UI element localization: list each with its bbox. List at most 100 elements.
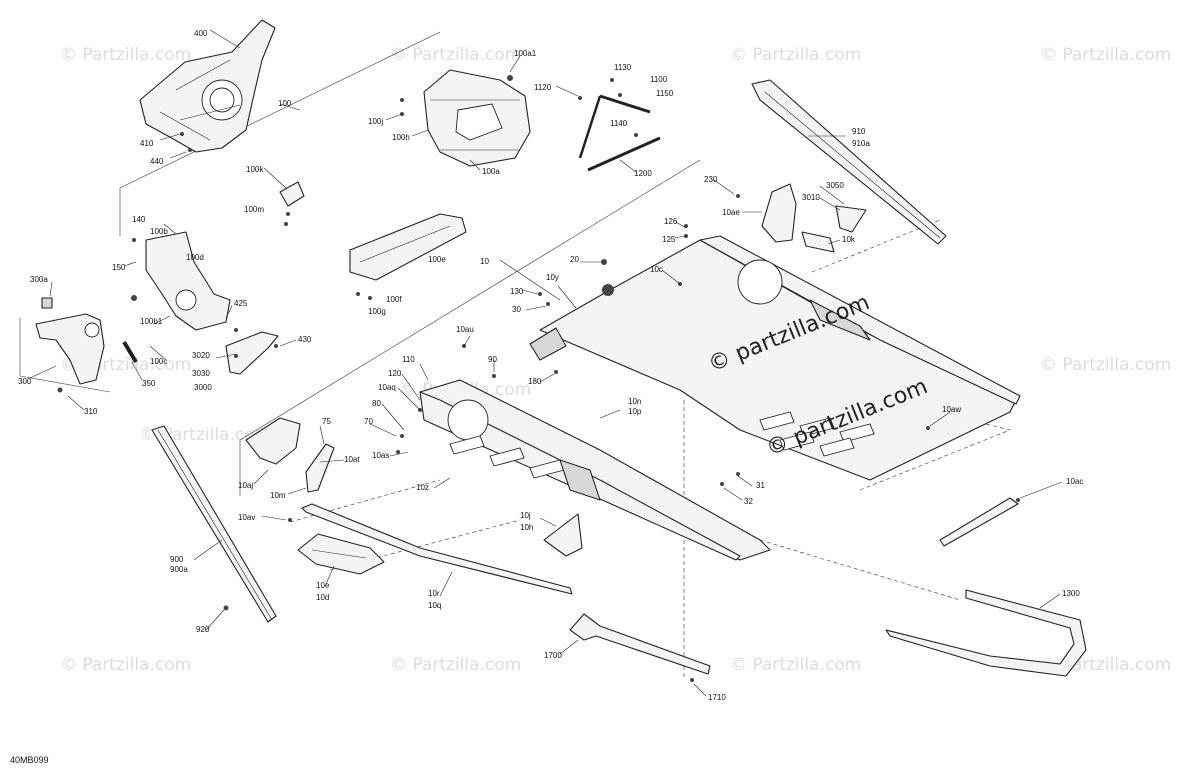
watermark: © Partzilla.com — [60, 655, 191, 675]
watermark-grid: © Partzilla.com © Partzilla.com © Partzi… — [60, 45, 1171, 675]
callout-label: 1130 — [614, 63, 632, 72]
callout-label: 1120 — [534, 83, 552, 92]
callout-label: 400 — [194, 29, 208, 38]
callout-label: 100a1 — [514, 49, 537, 58]
callout-label: 10ae — [722, 208, 740, 217]
watermark: © Partzilla.com — [390, 45, 521, 65]
callout-label: 31 — [756, 481, 765, 490]
pin-350 — [122, 340, 138, 364]
skid-plate-10e — [297, 533, 385, 575]
callout-label: 10au — [456, 325, 474, 334]
callout-label: 10 — [480, 257, 489, 266]
callout-label: 10y — [546, 273, 559, 282]
watermark: © Partzilla.com — [390, 655, 521, 675]
callout-label: 100c — [150, 357, 167, 366]
callout-label: 10e — [316, 581, 330, 590]
callout-label: 350 — [142, 379, 156, 388]
callout-label: 80 — [372, 399, 381, 408]
callout-label: 430 — [298, 335, 312, 344]
callout-label: 140 — [132, 215, 146, 224]
bracket-10j — [543, 513, 583, 557]
callout-label: 32 — [744, 497, 753, 506]
watermark: © Partzilla.com — [730, 45, 861, 65]
callout-label: 440 — [150, 157, 164, 166]
callout-label: 10n — [628, 397, 641, 406]
callout-labels: 400 100 410 440 100a1 100j 100h 100a 113… — [18, 29, 1083, 702]
callout-label: 100b — [150, 227, 168, 236]
callout-label: 10aj — [238, 481, 253, 490]
callout-label: 110 — [402, 355, 415, 364]
callout-label: 10q — [428, 601, 441, 610]
callout-label: 1200 — [634, 169, 652, 178]
side-rail-910 — [751, 79, 947, 245]
callout-label: 425 — [234, 299, 248, 308]
callout-label: 75 — [322, 417, 331, 426]
callout-label: 300 — [18, 377, 32, 386]
callout-label: 10h — [520, 523, 533, 532]
callout-label: 3050 — [826, 181, 844, 190]
callout-label: 3000 — [194, 383, 212, 392]
diagram-code: 40MB099 — [10, 755, 49, 765]
callout-label: 100e — [428, 255, 446, 264]
callout-label: 10m — [270, 491, 286, 500]
callout-label: 130 — [510, 287, 524, 296]
callout-label: 1700 — [544, 651, 562, 660]
callout-label: 100g — [368, 307, 386, 316]
callout-label: 10r — [428, 589, 440, 598]
bumper-strip-10r — [301, 503, 573, 595]
callout-label: 10z — [416, 483, 429, 492]
callout-label: 1300 — [1062, 589, 1080, 598]
callout-label: 10c — [650, 265, 663, 274]
callout-label: 900a — [170, 565, 188, 574]
watermark: © Partzilla.com — [730, 655, 861, 675]
callout-label: 1710 — [708, 693, 726, 702]
callout-label: 10d — [316, 593, 329, 602]
callout-label: 10aw — [942, 405, 961, 414]
callout-label: 1140 — [610, 119, 628, 128]
callout-label: 180 — [528, 377, 542, 386]
front-bracket-100b — [131, 231, 231, 331]
callout-label: 100 — [278, 99, 292, 108]
callout-label: 100j — [368, 117, 383, 126]
callout-label: 1150 — [656, 89, 674, 98]
bracket-3000 — [225, 331, 279, 375]
callout-label: 70 — [364, 417, 373, 426]
callout-label: 30 — [512, 305, 521, 314]
watermark: © Partzilla.com — [60, 45, 191, 65]
callout-label: 100h — [392, 133, 410, 142]
watermark: © Partzilla.com — [1040, 45, 1171, 65]
callout-label: 100f — [386, 295, 402, 304]
callout-label: 10aq — [378, 383, 396, 392]
callout-label: 125 — [662, 235, 676, 244]
callout-label: 100b1 — [140, 317, 163, 326]
rear-bracket-10ac — [939, 497, 1020, 547]
bracket-10aj — [245, 417, 335, 493]
callout-label: 230 — [704, 175, 718, 184]
callout-label: 120 — [388, 369, 402, 378]
leader-lines — [29, 29, 1063, 697]
steering-rods-1100-1200 — [578, 78, 661, 172]
callout-label: 10ac — [1066, 477, 1083, 486]
callout-label: 3030 — [192, 369, 210, 378]
callout-label: 920 — [196, 625, 210, 634]
callout-label: 126 — [664, 217, 678, 226]
callout-label: 10p — [628, 407, 642, 416]
callout-label: 900 — [170, 555, 184, 564]
callout-label: 410 — [140, 139, 154, 148]
handle-1700 — [569, 613, 711, 682]
callout-label: 10as — [372, 451, 389, 460]
callout-label: 310 — [84, 407, 98, 416]
callout-label: 90 — [488, 355, 497, 364]
bracket-plate-100e — [349, 213, 467, 300]
callout-label: 910a — [852, 139, 870, 148]
callout-label: 100a — [482, 167, 500, 176]
callout-label: 10at — [344, 455, 360, 464]
tunnel-assembly-10 — [419, 235, 1021, 561]
rear-bumper-1300 — [885, 589, 1087, 677]
callout-label: 100m — [244, 205, 264, 214]
callout-label: 10j — [520, 511, 531, 520]
callout-label: 100k — [246, 165, 264, 174]
spindle-300 — [35, 297, 105, 393]
callout-label: 10av — [238, 513, 255, 522]
